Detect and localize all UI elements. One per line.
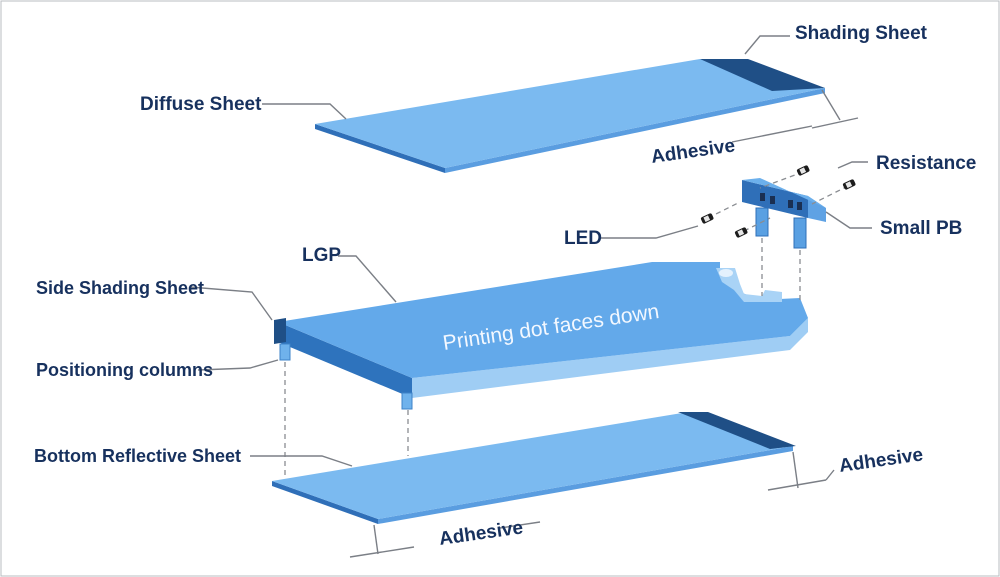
bottom-reflective-sheet xyxy=(272,412,796,524)
adhesive-dimension-line xyxy=(825,469,835,481)
diffuse-sheet-side-edge xyxy=(445,88,825,173)
pb-pin xyxy=(760,193,765,201)
adhesive-dimension-line xyxy=(811,117,859,129)
label-shading-sheet: Shading Sheet xyxy=(795,23,928,44)
pb-pin xyxy=(788,200,793,208)
led-dashed-line xyxy=(707,201,741,219)
bottom-sheet-side-edge xyxy=(378,446,793,524)
adhesive-dimension-line xyxy=(349,546,415,558)
led-chip xyxy=(734,227,748,238)
leader-bottom-reflective xyxy=(250,455,353,467)
label-led: LED xyxy=(564,228,602,249)
lgp-front-face xyxy=(278,322,412,398)
leader-side-shading xyxy=(189,286,273,321)
diffuse-sheet xyxy=(315,59,825,173)
positioning-columns xyxy=(279,343,413,410)
label-diffuse-sheet: Diffuse Sheet xyxy=(140,94,262,115)
label-lgp: LGP xyxy=(302,245,341,266)
shading-sheet-strip xyxy=(700,59,825,91)
resistor-chip xyxy=(796,165,810,176)
pb-pin xyxy=(797,202,802,210)
lgp-side-face xyxy=(412,318,808,398)
positioning-column-left xyxy=(279,343,291,361)
bottom-shading-strip xyxy=(678,412,796,449)
leader-lines xyxy=(189,35,872,558)
small-pb-side xyxy=(808,196,826,222)
diffuse-sheet-front-edge xyxy=(315,124,445,173)
alignment-lines xyxy=(284,238,801,480)
small-pb-board xyxy=(742,178,826,249)
led-dashed-line xyxy=(743,217,771,232)
side-shading-strip xyxy=(274,318,286,344)
adhesive-dimension-line xyxy=(499,521,541,529)
led-chip xyxy=(700,213,714,224)
components xyxy=(700,165,856,238)
leader-resistance xyxy=(837,161,868,169)
small-pb-leg-right xyxy=(793,217,807,249)
label-bottom-reflective-sheet: Bottom Reflective Sheet xyxy=(34,446,241,466)
leader-diffuse-sheet xyxy=(262,103,347,120)
resistor-dashed-line xyxy=(759,171,804,189)
label-small-pb: Small PB xyxy=(880,218,962,239)
bottom-sheet-front-edge xyxy=(272,481,378,524)
bottom-sheet-top xyxy=(272,413,793,519)
pb-pin xyxy=(770,196,775,204)
adhesive-dimension-line xyxy=(767,479,827,491)
label-positioning-columns: Positioning columns xyxy=(36,360,213,380)
resistor-chip xyxy=(842,179,856,190)
leader-adhesive-top xyxy=(731,125,813,143)
adhesive-dimension-line xyxy=(373,524,379,555)
diffuse-sheet-top xyxy=(315,59,825,168)
lgp-notch xyxy=(716,268,782,302)
adhesive-dimension-line xyxy=(792,451,799,489)
resistor-dashed-line xyxy=(811,185,849,205)
positioning-column-right xyxy=(401,392,413,410)
light-guide-plate: Printing dot faces down xyxy=(274,262,808,398)
leader-shading-sheet xyxy=(744,35,790,55)
leader-small-pb xyxy=(825,211,872,229)
lgp-notch-hole xyxy=(719,269,733,277)
leader-lgp xyxy=(338,255,397,303)
label-side-shading-sheet: Side Shading Sheet xyxy=(36,278,204,298)
leader-led xyxy=(600,225,699,239)
label-resistance: Resistance xyxy=(876,153,976,174)
leader-positioning-columns xyxy=(197,359,279,371)
lgp-top-face xyxy=(278,262,808,378)
small-pb-top xyxy=(742,178,826,208)
adhesive-dimension-line xyxy=(821,89,841,121)
